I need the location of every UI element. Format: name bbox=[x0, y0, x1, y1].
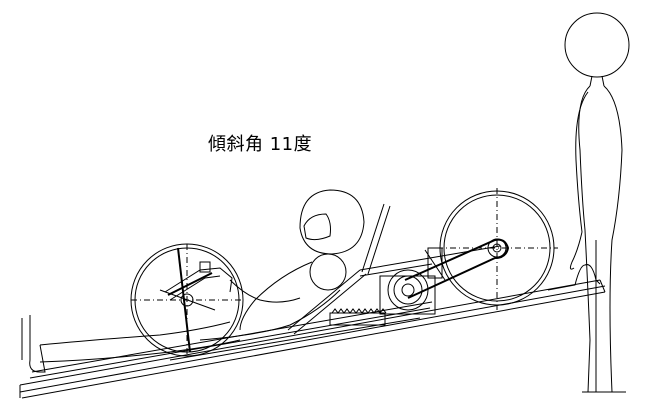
steering-linkage bbox=[165, 262, 232, 300]
standing-person bbox=[565, 13, 629, 392]
steering-column bbox=[362, 204, 390, 274]
drive-chain bbox=[380, 240, 508, 314]
vehicle-frame bbox=[30, 246, 600, 378]
battery-pack bbox=[330, 309, 386, 325]
rear-wheel bbox=[437, 188, 558, 310]
rider-figure bbox=[22, 190, 364, 372]
incline-angle-label: 傾斜角 11度 bbox=[208, 134, 313, 155]
front-wheel bbox=[131, 244, 243, 356]
